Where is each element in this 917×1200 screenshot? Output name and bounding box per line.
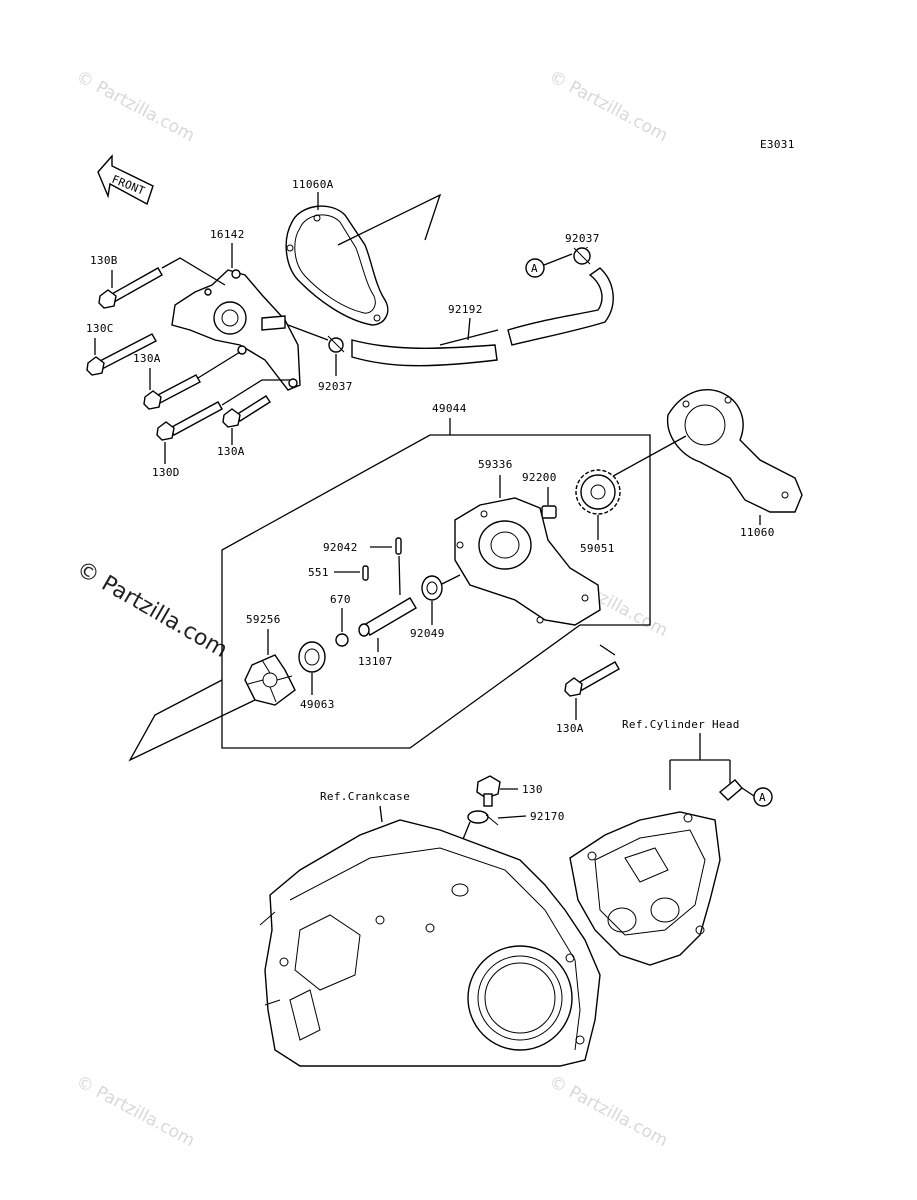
watermark-text: © Partzilla.com [73, 67, 198, 146]
label-92037-upper: 92037 [565, 232, 600, 245]
diagram-code: E3031 [760, 138, 795, 151]
bolt-130c [86, 333, 157, 376]
bolt-130a-lower [222, 395, 271, 428]
label-92170: 92170 [530, 810, 565, 823]
bolt-130d [156, 401, 223, 441]
seal-92049 [421, 575, 443, 601]
label-59256: 59256 [246, 613, 281, 626]
label-130c: 130C [86, 322, 114, 335]
cylinder-head [569, 811, 721, 966]
bolt-130a-right [564, 661, 620, 697]
pin-551 [362, 565, 369, 581]
label-92037-lower: 92037 [318, 380, 353, 393]
label-670: 670 [330, 593, 351, 606]
gasket-11060 [666, 389, 803, 513]
label-11060: 11060 [740, 526, 775, 539]
clamp-92037-upper [573, 247, 591, 265]
pump-body-59336 [454, 497, 601, 626]
label-11060a: 11060A [292, 178, 334, 191]
washer-92170 [467, 810, 499, 826]
label-130d: 130D [152, 466, 180, 479]
callout-a-lower-icon [753, 787, 773, 807]
hose-92192 [351, 267, 614, 367]
label-130a-lower: 130A [217, 445, 245, 458]
crankcase-housing [259, 819, 601, 1067]
o-ring-670 [335, 633, 349, 647]
label-49044: 49044 [432, 402, 467, 415]
gasket-11060a [285, 193, 442, 326]
clamp-92037-lower [327, 335, 345, 353]
label-92200: 92200 [522, 471, 557, 484]
mechanical-seal-49063 [298, 641, 326, 673]
watermark-text: © Partzilla.com [546, 67, 671, 146]
label-49063: 49063 [300, 698, 335, 711]
label-92042: 92042 [323, 541, 358, 554]
front-arrow-icon: FRONT [97, 154, 154, 206]
bolt-130b [98, 267, 163, 309]
label-130: 130 [522, 783, 543, 796]
impeller-59256 [244, 654, 296, 706]
pin-92042 [395, 537, 402, 555]
label-92049: 92049 [410, 627, 445, 640]
pump-cover-16142 [171, 269, 301, 391]
gear-59051 [575, 469, 621, 515]
washer-92200 [541, 505, 557, 519]
bolt-130 [476, 775, 501, 807]
label-59051: 59051 [580, 542, 615, 555]
callout-a-lower: A [759, 791, 766, 804]
label-551: 551 [308, 566, 329, 579]
label-92192: 92192 [448, 303, 483, 316]
label-130a-right: 130A [556, 722, 584, 735]
fitting-cylinder-head [718, 779, 743, 801]
assembly-box-49044 [221, 434, 651, 749]
label-130a-upper: 130A [133, 352, 161, 365]
ref-cylinder-head: Ref.Cylinder Head [622, 718, 740, 731]
watermark-text: © Partzilla.com [546, 1072, 671, 1151]
label-16142: 16142 [210, 228, 245, 241]
watermark-text: © Partzilla.com [73, 1072, 198, 1151]
label-130b: 130B [90, 254, 118, 267]
watermark-main: © Partzilla.com [72, 557, 232, 664]
label-13107: 13107 [358, 655, 393, 668]
callout-a-upper-icon [525, 258, 545, 278]
callout-a-upper: A [531, 262, 538, 275]
label-59336: 59336 [478, 458, 513, 471]
ref-crankcase: Ref.Crankcase [320, 790, 410, 803]
bolt-130a-upper [143, 374, 201, 410]
shaft-13107 [358, 597, 417, 637]
